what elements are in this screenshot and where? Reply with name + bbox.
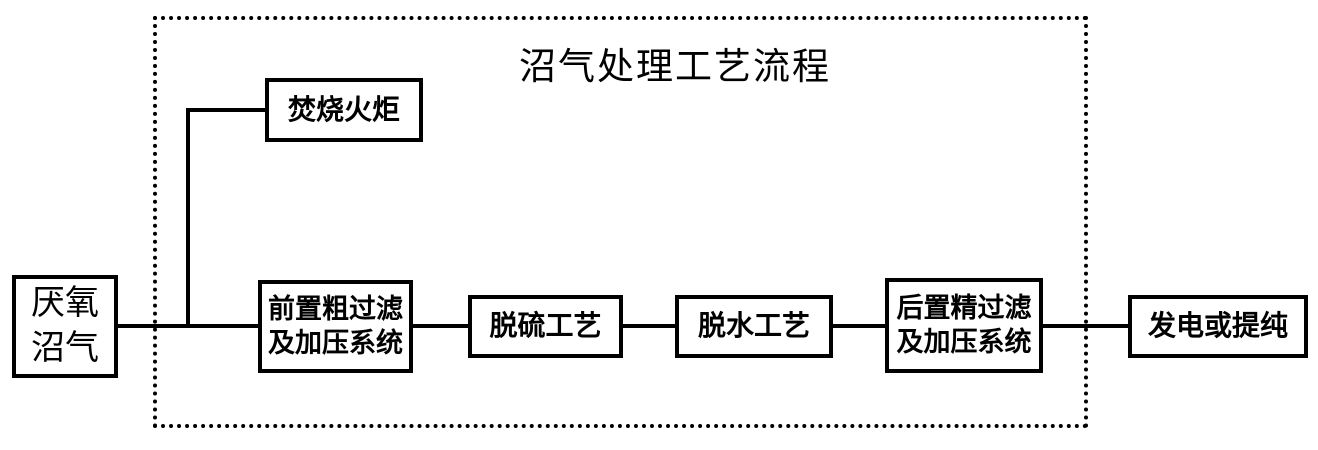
- node-flare: 焚烧火炬: [265, 78, 423, 142]
- node-post-fine-filter-label-line1: 后置精过滤: [896, 292, 1032, 323]
- node-anaerobic-biogas-label-line2: 沼气: [31, 329, 99, 367]
- node-anaerobic-biogas: 厌氧 沼气: [12, 275, 118, 378]
- connector-dewatering-to-postfilter: [831, 324, 887, 328]
- node-dewatering: 脱水工艺: [675, 295, 833, 358]
- node-dewatering-label: 脱水工艺: [697, 311, 810, 342]
- node-anaerobic-biogas-label-line1: 厌氧: [31, 285, 99, 323]
- node-pre-coarse-filter: 前置粗过滤 及加压系统: [258, 280, 413, 373]
- connector-desulfurization-to-dewatering: [621, 324, 677, 328]
- node-pre-coarse-filter-label-line2: 及加压系统: [268, 327, 403, 358]
- diagram-title: 沼气处理工艺流程: [519, 47, 831, 88]
- node-post-fine-filter: 后置精过滤 及加压系统: [885, 278, 1043, 373]
- node-desulfurization: 脱硫工艺: [468, 295, 623, 358]
- node-desulfurization-label: 脱硫工艺: [489, 311, 602, 342]
- node-flare-label: 焚烧火炬: [287, 94, 400, 126]
- node-pre-coarse-filter-label-line1: 前置粗过滤: [268, 293, 403, 324]
- node-power-or-purification: 发电或提纯: [1128, 295, 1308, 358]
- connector-branch-to-flare-vertical: [186, 108, 190, 328]
- connector-postfilter-to-output: [1041, 324, 1130, 328]
- process-boundary-frame: [153, 16, 1088, 428]
- node-power-or-purification-label: 发电或提纯: [1147, 311, 1288, 342]
- connector-branch-to-flare-horizontal: [186, 108, 267, 112]
- connector-prefilter-to-desulfurization: [411, 324, 470, 328]
- node-post-fine-filter-label-line2: 及加压系统: [896, 326, 1032, 357]
